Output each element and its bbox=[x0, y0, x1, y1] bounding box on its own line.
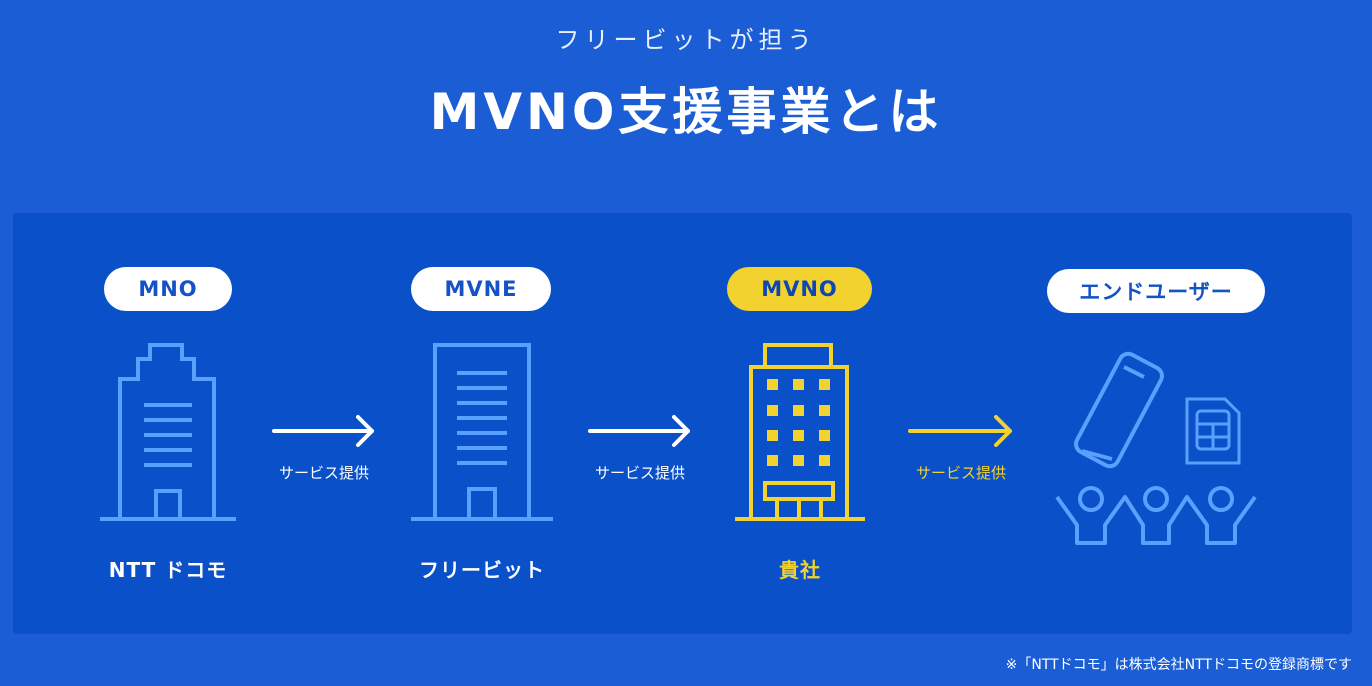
arrow-label: サービス提供 bbox=[915, 464, 1006, 482]
company-building-icon bbox=[735, 343, 865, 521]
page-title: MVNO支援事業とは bbox=[429, 83, 943, 141]
people-group-icon bbox=[1055, 486, 1257, 545]
caption-mvno: 貴社 bbox=[779, 558, 821, 582]
arrow-right-icon bbox=[908, 415, 1012, 447]
arrow-label: サービス提供 bbox=[594, 464, 685, 482]
badge-mvno: MVNO bbox=[727, 267, 872, 311]
arrow-right-icon bbox=[272, 415, 374, 447]
smartphone-icon bbox=[1074, 351, 1164, 469]
sim-card-icon bbox=[1185, 397, 1241, 465]
office-building-icon bbox=[411, 343, 553, 521]
arrow-right-icon bbox=[588, 415, 690, 447]
caption-mvne: フリービット bbox=[419, 558, 545, 582]
badge-end-user: エンドユーザー bbox=[1047, 269, 1265, 313]
office-building-icon bbox=[100, 343, 236, 521]
page-subtitle: フリービットが担う bbox=[555, 26, 817, 54]
arrow-label: サービス提供 bbox=[278, 464, 369, 482]
trademark-footnote: ※「NTTドコモ」は株式会社NTTドコモの登録商標です bbox=[1005, 657, 1352, 673]
badge-mvne: MVNE bbox=[411, 267, 551, 311]
caption-mno: NTT ドコモ bbox=[108, 558, 228, 582]
badge-mno: MNO bbox=[104, 267, 232, 311]
